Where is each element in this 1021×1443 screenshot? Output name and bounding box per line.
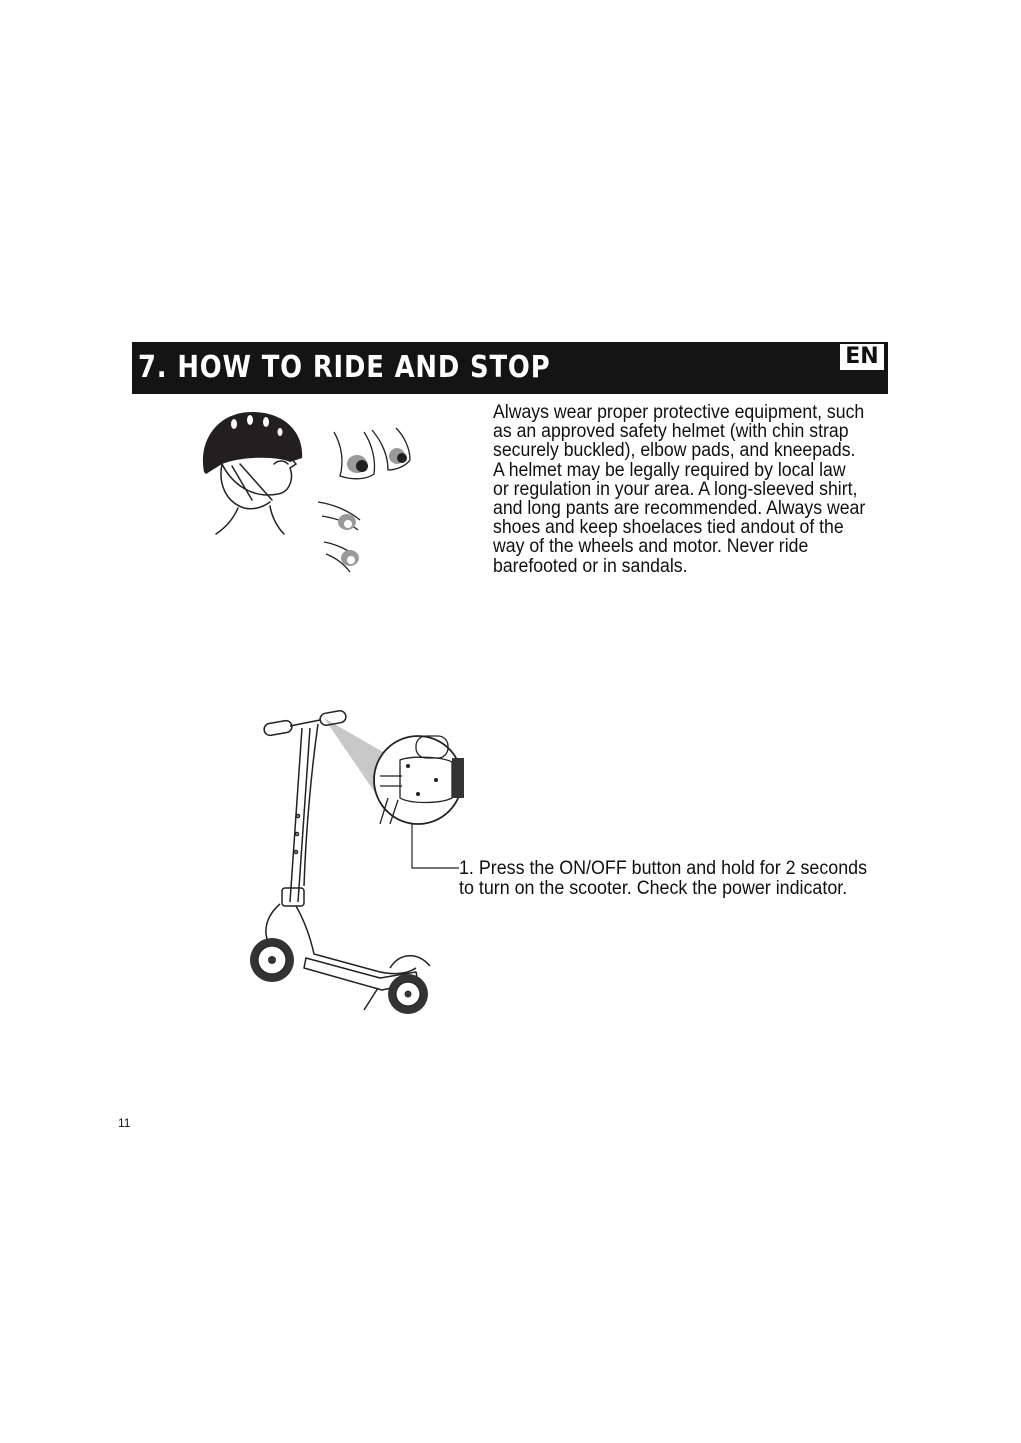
text-line: shoes and keep shoelaces tied andout of … <box>493 517 844 539</box>
text-line: to turn on the scooter. Check the power … <box>459 877 848 899</box>
section-header-bar: 7. HOW TO RIDE AND STOP EN <box>132 342 888 394</box>
text-line: Always wear proper protective equipment,… <box>493 402 865 423</box>
step-1-instruction: 1. Press the ON/OFF button and hold for … <box>459 859 867 898</box>
scooter-illustration <box>250 710 464 1014</box>
text-line: securely buckled), elbow pads, and kneep… <box>493 440 856 462</box>
text-line: and long pants are recommended. Always w… <box>493 498 866 520</box>
helmet-icon <box>202 412 303 474</box>
text-line: A helmet may be legally required by loca… <box>493 459 846 481</box>
text-line: 1. Press the ON/OFF button and hold for … <box>459 858 868 879</box>
protective-equipment-paragraph: Always wear proper protective equipment,… <box>493 403 874 576</box>
text-line: as an approved safety helmet (with chin … <box>493 421 849 443</box>
language-badge: EN <box>840 344 884 370</box>
page-number: 11 <box>118 1116 131 1130</box>
power-button-icon <box>452 758 464 798</box>
section-title: 7. HOW TO RIDE AND STOP <box>138 350 551 385</box>
protective-gear-illustration <box>202 412 411 573</box>
text-line: way of the wheels and motor. Never ride <box>493 536 809 558</box>
elbow-pad-icon <box>333 427 411 480</box>
text-line: barefooted or in sandals. <box>493 555 688 577</box>
text-line: or regulation in your area. A long-sleev… <box>493 478 858 500</box>
